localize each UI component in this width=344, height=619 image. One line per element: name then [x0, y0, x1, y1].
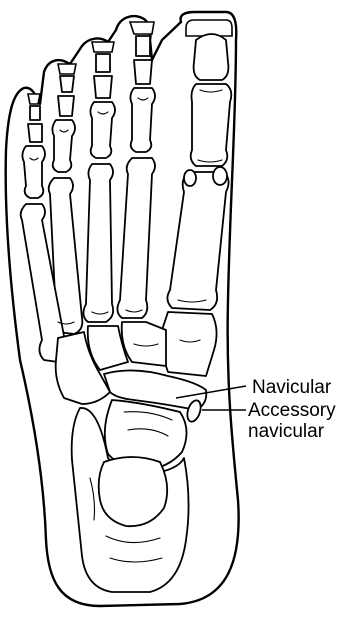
- fifth-proximal-phalanx: [22, 146, 45, 198]
- sesamoid-bone-medial: [213, 167, 227, 185]
- medial-cuneiform: [162, 312, 217, 376]
- calcaneus-trochlea: [99, 457, 168, 526]
- fifth-middle-phalanx: [28, 124, 42, 142]
- sesamoid-bone-lateral: [184, 170, 196, 186]
- second-middle-phalanx: [134, 60, 152, 84]
- second-toenail: [130, 22, 154, 34]
- second-proximal-phalanx: [130, 88, 155, 152]
- third-distal-phalanx: [96, 54, 110, 72]
- accessory-navicular-label-line2: navicular: [248, 421, 325, 442]
- hallux-proximal-phalanx: [191, 84, 232, 166]
- second-distal-phalanx: [136, 36, 150, 56]
- fifth-toenail: [28, 94, 40, 104]
- fourth-middle-phalanx: [58, 96, 74, 116]
- hallux-distal-phalanx: [194, 34, 229, 80]
- fourth-proximal-phalanx: [52, 120, 75, 172]
- fifth-distal-phalanx: [30, 106, 40, 120]
- third-middle-phalanx: [94, 76, 112, 98]
- third-proximal-phalanx: [90, 102, 115, 158]
- navicular-label: Navicular: [252, 377, 332, 398]
- fourth-toenail: [58, 64, 76, 74]
- third-toenail: [92, 42, 114, 52]
- fourth-distal-phalanx: [60, 76, 74, 92]
- accessory-navicular-label-line1: Accessory: [248, 400, 336, 421]
